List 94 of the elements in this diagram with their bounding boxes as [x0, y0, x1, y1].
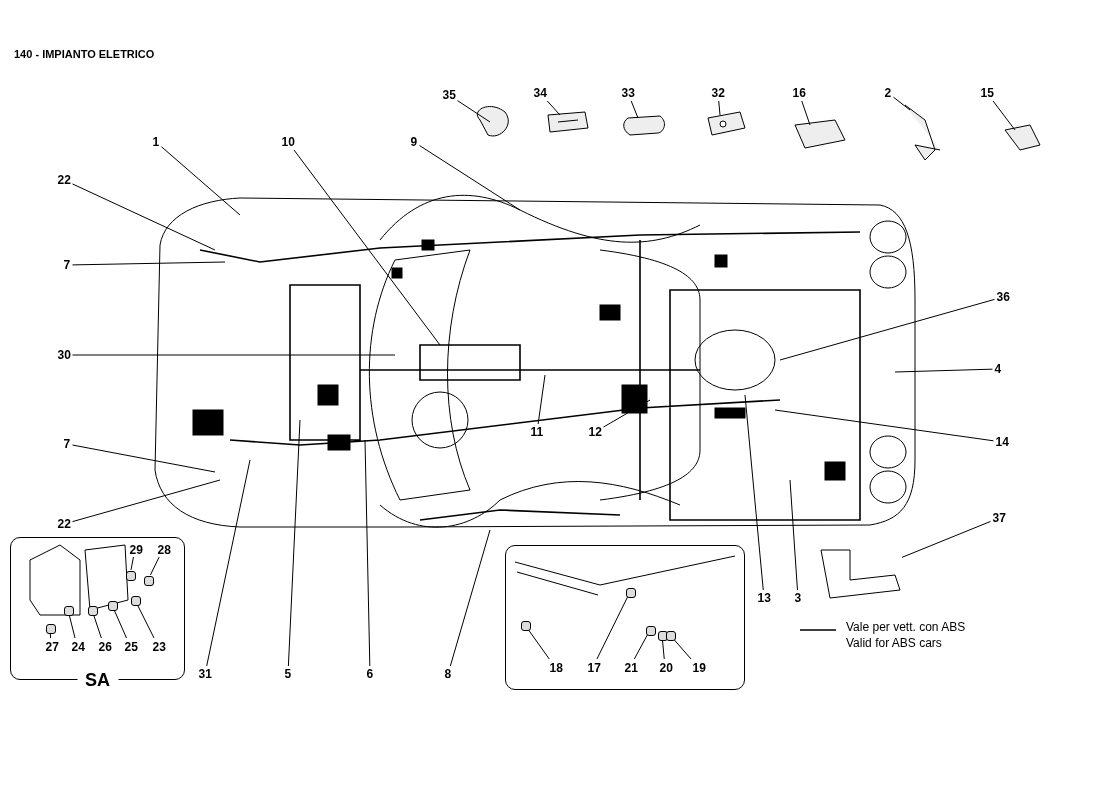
- callout-number: 22: [56, 516, 72, 532]
- fastener-part: [521, 621, 531, 631]
- fastener-part: [626, 588, 636, 598]
- leader-line: [93, 614, 102, 639]
- callout-number: 16: [791, 85, 807, 101]
- callout-number: 19: [691, 660, 707, 676]
- fastener-part: [131, 596, 141, 606]
- callout-number: 14: [994, 434, 1010, 450]
- callout-number: 22: [56, 172, 72, 188]
- fastener-part: [144, 576, 154, 586]
- leader-line: [661, 639, 665, 660]
- leader-line: [546, 100, 561, 116]
- leader-line: [49, 632, 52, 639]
- callout-number: 27: [44, 639, 60, 655]
- legend-text: Valid for ABS cars: [846, 636, 942, 650]
- callout-number: 17: [586, 660, 602, 676]
- leader-line: [789, 479, 798, 591]
- callout-number: 9: [409, 134, 419, 150]
- leader-line: [137, 604, 155, 639]
- leader-line: [72, 183, 216, 251]
- leader-line: [596, 596, 629, 660]
- leader-line: [779, 298, 995, 361]
- callout-number: 23: [151, 639, 167, 655]
- fastener-part: [126, 571, 136, 581]
- callout-number: 5: [283, 666, 293, 682]
- callout-number: 25: [123, 639, 139, 655]
- callout-number: 2: [883, 85, 893, 101]
- leader-line: [718, 100, 721, 116]
- leader-line: [528, 629, 550, 660]
- leader-line: [113, 609, 127, 639]
- fastener-part: [108, 601, 118, 611]
- callout-number: 1: [151, 134, 161, 150]
- legend-text: Vale per vett. con ABS: [846, 620, 966, 634]
- leader-line: [72, 354, 396, 356]
- leader-line: [149, 556, 160, 576]
- leader-line: [537, 374, 546, 425]
- callout-number: 28: [156, 542, 172, 558]
- leader-line: [72, 261, 226, 266]
- callout-number: 34: [532, 85, 548, 101]
- callout-number: 36: [995, 289, 1011, 305]
- leader-line: [992, 100, 1016, 131]
- callout-number: 37: [991, 510, 1007, 526]
- leader-line: [457, 100, 491, 123]
- leader-line: [72, 479, 221, 523]
- leader-line: [603, 399, 651, 428]
- callout-number: 12: [587, 424, 603, 440]
- callout-number: 20: [658, 660, 674, 676]
- leader-line: [206, 459, 251, 667]
- inset-panel: [505, 545, 745, 690]
- leader-line: [419, 145, 521, 211]
- leader-line: [449, 529, 491, 667]
- callout-number: 26: [97, 639, 113, 655]
- leader-line: [633, 634, 648, 660]
- fastener-part: [46, 624, 56, 634]
- leader-line: [68, 614, 76, 639]
- callout-number: 18: [548, 660, 564, 676]
- leader-line: [893, 96, 911, 111]
- callout-number: 15: [979, 85, 995, 101]
- leader-line: [744, 394, 764, 591]
- callout-number: 31: [197, 666, 213, 682]
- callout-number: 11: [529, 424, 545, 440]
- diagram-title: 140 - IMPIANTO ELETRICO: [14, 48, 155, 60]
- leader-line: [293, 149, 441, 346]
- callout-number: 21: [623, 660, 639, 676]
- callout-number: 4: [993, 361, 1003, 377]
- callout-number: 3: [793, 590, 803, 606]
- callout-number: 35: [441, 87, 457, 103]
- leader-line: [801, 100, 811, 126]
- leader-line: [774, 409, 994, 442]
- leader-line: [72, 444, 216, 473]
- callout-number: 30: [56, 347, 72, 363]
- callout-number: 33: [620, 85, 636, 101]
- callout-number: 24: [70, 639, 86, 655]
- leader-line: [364, 439, 371, 667]
- leader-line: [673, 639, 692, 660]
- callout-number: 32: [710, 85, 726, 101]
- leader-line: [630, 100, 639, 119]
- callout-number: 8: [443, 666, 453, 682]
- callout-number: 6: [365, 666, 375, 682]
- callout-number: 7: [62, 257, 72, 273]
- fastener-part: [88, 606, 98, 616]
- callout-number: 13: [756, 590, 772, 606]
- bracket-drawing: [820, 548, 902, 600]
- fastener-part: [666, 631, 676, 641]
- fastener-part: [64, 606, 74, 616]
- leader-line: [130, 556, 134, 571]
- leader-line: [901, 520, 991, 558]
- callout-number: 10: [280, 134, 296, 150]
- leader-line: [161, 146, 241, 216]
- fastener-part: [646, 626, 656, 636]
- leader-line: [287, 419, 301, 667]
- callout-number: 29: [128, 542, 144, 558]
- callout-number: 7: [62, 436, 72, 452]
- leader-line: [894, 368, 993, 373]
